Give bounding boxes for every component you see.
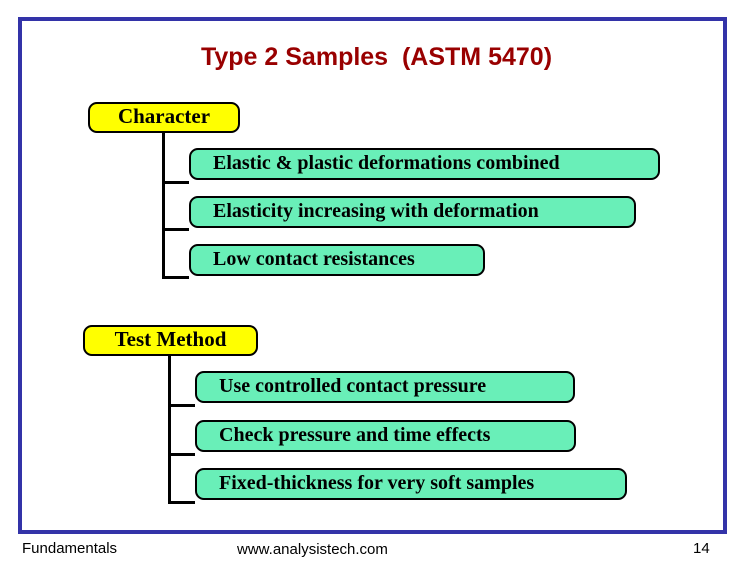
leaf-box-group-2-item-3[interactable]: Fixed-thickness for very soft samples <box>195 468 627 500</box>
connector-horizontal-group-2-item-2 <box>168 453 195 456</box>
connector-vertical-group-1 <box>162 133 165 276</box>
footer-website: www.analysistech.com <box>237 541 388 558</box>
leaf-box-group-1-item-3[interactable]: Low contact resistances <box>189 244 485 276</box>
connector-horizontal-group-2-item-3 <box>168 501 195 504</box>
footer-section-label: Fundamentals <box>22 540 118 557</box>
group-head-character[interactable]: Character <box>88 102 240 133</box>
footer-page-number: 14 <box>693 540 710 557</box>
connector-horizontal-group-1-item-1 <box>162 181 189 184</box>
slide-frame: Type 2 Samples (ASTM 5470) Character Ela… <box>18 17 727 534</box>
leaf-box-group-2-item-1[interactable]: Use controlled contact pressure <box>195 371 575 403</box>
connector-horizontal-group-2-item-1 <box>168 404 195 407</box>
group-head-test-method[interactable]: Test Method <box>83 325 258 356</box>
connector-horizontal-group-1-item-2 <box>162 228 189 231</box>
slide-footer: Fundamentals www.analysistech.com 14 <box>0 540 747 566</box>
connector-vertical-group-2 <box>168 356 171 501</box>
connector-horizontal-group-1-item-3 <box>162 276 189 279</box>
leaf-box-group-2-item-2[interactable]: Check pressure and time effects <box>195 420 576 452</box>
leaf-box-group-1-item-1[interactable]: Elastic & plastic deformations combined <box>189 148 660 180</box>
page-title: Type 2 Samples (ASTM 5470) <box>200 43 553 71</box>
leaf-box-group-1-item-2[interactable]: Elasticity increasing with deformation <box>189 196 636 228</box>
